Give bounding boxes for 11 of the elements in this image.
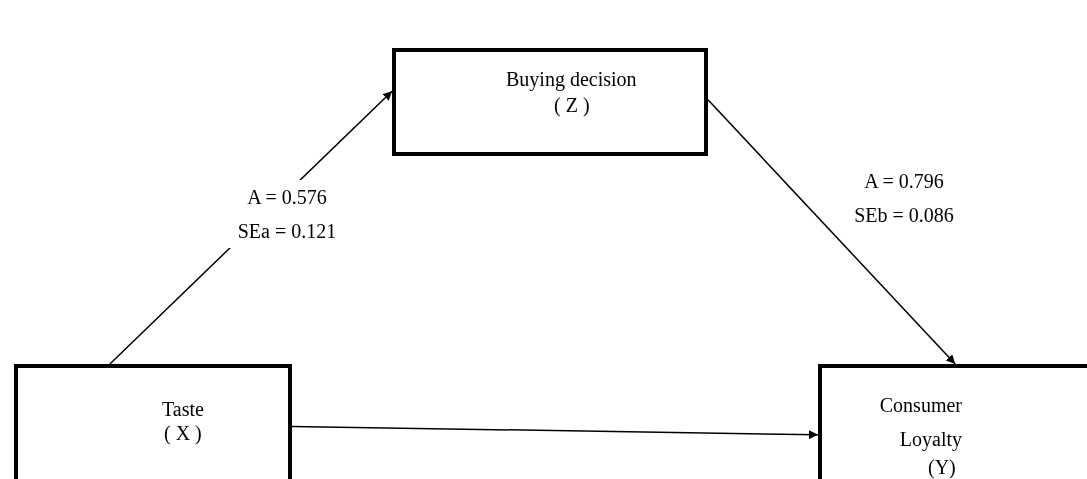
arrow <box>291 425 819 440</box>
variable-box <box>818 364 1087 479</box>
variable-label: Consumer Loyalty <box>878 393 962 453</box>
variable-box <box>392 48 708 156</box>
variable-label: Buying decision <box>506 68 637 91</box>
variable-box <box>14 364 292 479</box>
variable-label: (Y) <box>928 456 956 479</box>
variable-label: ( Z ) <box>554 94 590 117</box>
variable-label: Taste <box>162 398 204 421</box>
variable-label: ( X ) <box>164 422 202 445</box>
arrow <box>707 99 956 365</box>
